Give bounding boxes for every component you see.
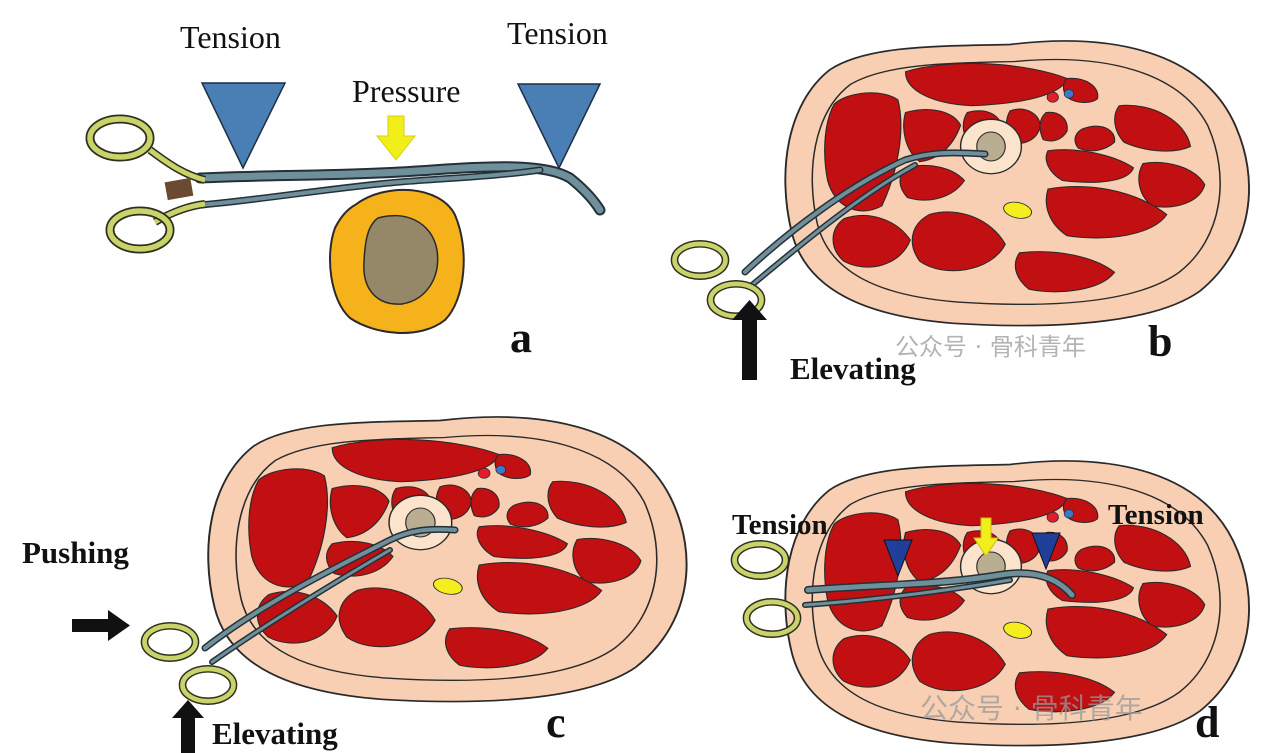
tension-label-right: Tension <box>507 15 608 51</box>
limb-cross-section-c <box>207 416 688 703</box>
elevating-arrow-b <box>732 300 767 320</box>
tension-triangle-d-right <box>1031 532 1061 571</box>
pressure-arrow-d <box>973 517 999 557</box>
elevator-instrument-b <box>675 149 989 316</box>
watermark-d: 公众号 · 骨科青年 <box>920 692 1143 725</box>
elevator-instrument <box>90 119 606 249</box>
tension-label-d-left: Tension <box>732 509 828 541</box>
elevating-arrow-c <box>172 700 204 718</box>
panel-a: Tension Tension Pressure a <box>90 15 608 362</box>
panel-letter-a: a <box>510 313 532 362</box>
tension-label-d-right: Tension <box>1108 499 1204 531</box>
elevating-label-b: Elevating <box>790 351 916 386</box>
panel-letter-b: b <box>1148 317 1172 366</box>
elevator-instrument-d <box>735 544 1076 634</box>
bone-core <box>363 214 439 305</box>
panel-c: Pushing Elevating c <box>22 416 688 753</box>
panel-letter-c: c <box>546 698 566 747</box>
tension-triangle-right <box>516 83 602 170</box>
pressure-label: Pressure <box>352 73 460 109</box>
tension-triangle-left <box>200 82 287 170</box>
watermark-b: 公众号 · 骨科青年 <box>895 333 1086 361</box>
panel-d: Tension Tension 公众号 · 骨科青年 d <box>732 460 1250 747</box>
elevator-instrument-c <box>145 525 459 701</box>
tension-triangle-d-left <box>883 539 913 578</box>
pushing-label: Pushing <box>22 535 129 570</box>
pushing-arrow <box>108 610 130 641</box>
pressure-arrow <box>375 115 417 161</box>
tension-label-left: Tension <box>180 19 281 55</box>
panel-b: Elevating 公众号 · 骨科青年 b <box>675 40 1250 386</box>
elevating-label-c: Elevating <box>212 716 338 751</box>
panel-letter-d: d <box>1195 698 1219 747</box>
